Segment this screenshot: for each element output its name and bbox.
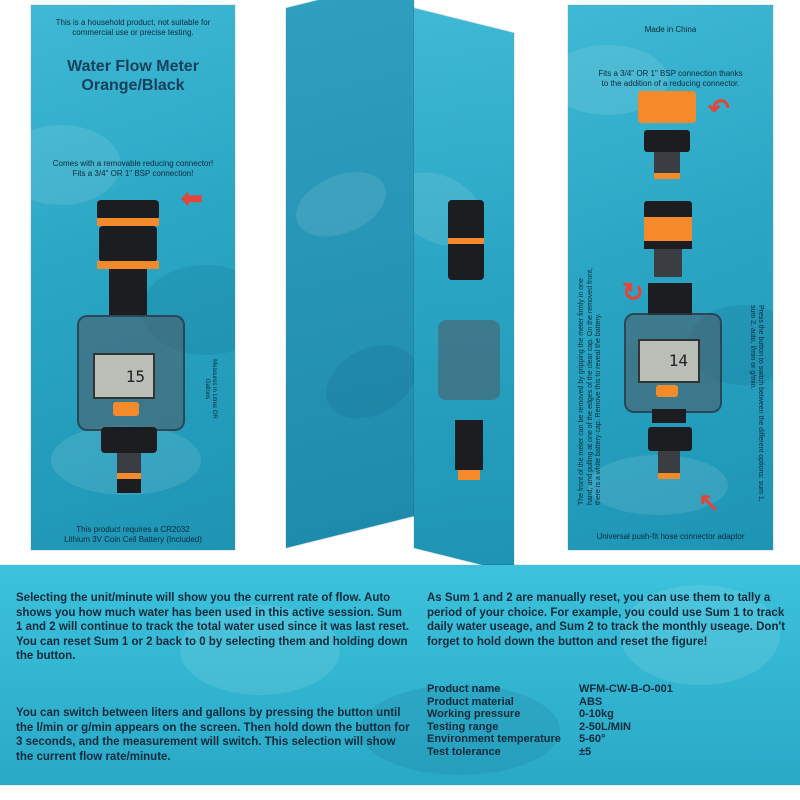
hose-adapter — [658, 451, 680, 473]
mode-button — [113, 402, 139, 416]
pipe-adapter — [109, 269, 147, 315]
spec-label: Product material — [427, 695, 514, 708]
spec-label: Test tolerance — [427, 745, 501, 758]
red-arrow-icon: ↖ — [698, 487, 720, 517]
spec-row: Product name WFM-CW-B-O-001 — [427, 683, 787, 696]
spec-value: ABS — [579, 695, 603, 708]
box-side-face — [286, 0, 414, 549]
hose-adapter-tip — [117, 479, 141, 493]
spec-value: ±5 — [579, 745, 592, 758]
spec-label: Product name — [427, 683, 501, 695]
liters-gallons-paragraph: You can switch between liters and gallon… — [16, 707, 410, 763]
coupling-ring — [644, 201, 692, 219]
orange-band — [117, 473, 141, 479]
mode-button — [656, 385, 678, 397]
camo-pattern — [360, 685, 560, 775]
spec-row: Product material ABS — [427, 696, 787, 709]
made-in-label: Made in China — [644, 25, 697, 34]
spec-label: Environment temperature — [427, 733, 561, 746]
spec-value: 5-60° — [579, 733, 606, 746]
front-removal-instructions: The front of the meter can be removed by… — [578, 268, 602, 505]
unit-minute-paragraph: Selecting the unit/minute will show you … — [16, 592, 410, 663]
hose-adapter — [455, 420, 483, 470]
box-front-face — [414, 8, 514, 573]
box-right-panel: Made in China Fits a 3/4" OR 1" BSP conn… — [568, 5, 773, 550]
adaptor-label: Universal push-fit hose connector adapto… — [596, 532, 745, 541]
spec-row: Environment temperature 5-60° — [427, 733, 787, 746]
coupling-base — [644, 241, 692, 249]
spec-label: Working pressure — [427, 708, 521, 721]
orange-band — [97, 261, 159, 269]
sum-reset-paragraph: As Sum 1 and 2 are manually reset, you c… — [427, 592, 786, 648]
orange-band — [654, 173, 680, 179]
spec-value: 0-10kg — [579, 708, 614, 721]
box-front-panel: This is a household product, not suitabl… — [31, 5, 235, 550]
camo-pattern — [180, 605, 340, 695]
meter-housing — [438, 320, 500, 400]
spec-table: Product name WFM-CW-B-O-001 Product mater… — [427, 683, 787, 759]
measure-side-label: Measures in Litres OR Gallons — [204, 359, 217, 419]
connector-body — [99, 226, 157, 262]
connector-note: Comes with a removable reducing connecto… — [52, 159, 214, 168]
orange-band — [97, 218, 159, 226]
red-arrow-icon: ↻ — [622, 277, 644, 307]
product-subtitle: Orange/Black — [81, 77, 185, 94]
spec-value: WFM-CW-B-O-001 — [579, 683, 673, 695]
spec-row: Testing range 2-50L/MIN — [427, 721, 787, 734]
outlet-nut — [648, 427, 692, 451]
camo-pattern — [620, 585, 780, 685]
lcd-screen: 15 — [93, 353, 155, 399]
box-bottom-panel: Selecting the unit/minute will show you … — [0, 565, 800, 785]
coupling-orange — [644, 217, 692, 241]
reducing-connector — [638, 91, 696, 123]
inlet-nut — [644, 130, 690, 152]
lcd-screen: 14 — [638, 339, 700, 383]
meter-inlet — [648, 283, 692, 315]
camo-pattern — [296, 163, 386, 246]
battery-note: This product requires a CR2032 — [76, 525, 190, 534]
spec-row: Working pressure 0-10kg — [427, 708, 787, 721]
spec-value: 2-50L/MIN — [579, 720, 631, 733]
fits-note-2: to the addition of a reducing connector. — [601, 79, 740, 88]
disclaimer-text: This is a household product, not suitabl… — [55, 18, 211, 37]
product-title: Water Flow Meter — [67, 58, 199, 75]
lcd-reading: 14 — [668, 351, 688, 370]
coupling-thread — [654, 249, 682, 277]
battery-note-2: Lithium 3V Coin Cell Battery (Included) — [64, 535, 202, 544]
red-arrow-icon: ↶ — [708, 93, 730, 123]
orange-band — [658, 473, 680, 479]
outlet-nut — [101, 427, 157, 453]
lcd-reading: 15 — [125, 367, 145, 386]
fits-note: Fits a 3/4" OR 1" BSP connection thanks — [598, 69, 743, 78]
red-arrow-icon: ⬅ — [181, 183, 203, 213]
reducer-ring — [97, 200, 159, 220]
orange-band — [458, 470, 480, 480]
camo-pattern — [326, 335, 414, 429]
orange-band — [448, 238, 484, 244]
spec-label: Testing range — [427, 720, 499, 733]
hose-adapter — [117, 453, 141, 473]
meter-outlet — [652, 409, 686, 423]
spec-row: Test tolerance ±5 — [427, 746, 787, 759]
connector-fit-note: Fits a 3/4" OR 1" BSP connection! — [72, 169, 194, 178]
press-button-instructions: Press the button to switch between the d… — [749, 305, 764, 502]
